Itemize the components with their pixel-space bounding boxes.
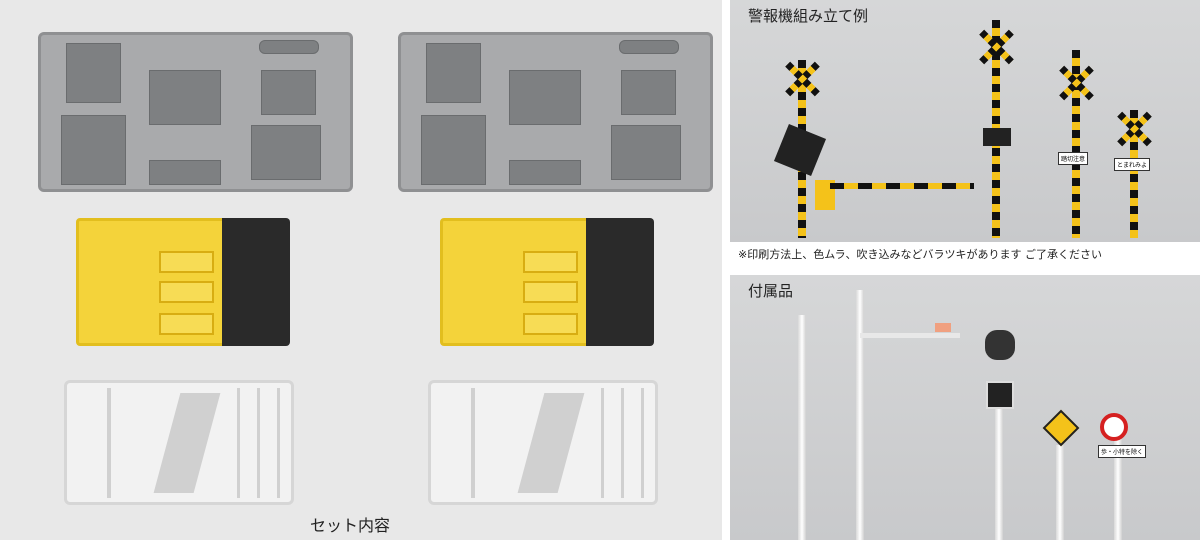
yellow-sprue — [440, 218, 590, 346]
white-sprue — [428, 380, 658, 505]
crossbuck — [785, 62, 819, 96]
white-sprue — [64, 380, 294, 505]
printing-note: ※印刷方法上、色ムラ、吹き込みなどバラツキがあります ご了承ください — [730, 242, 1200, 268]
assembly-example-photo: 警報機組み立て例 踏切注意 とまれみよ — [730, 0, 1200, 242]
sign-caution: 踏切注意 — [1058, 152, 1089, 165]
yellow-sprue — [76, 218, 226, 346]
accessories-photo: 付属品 歩・小特を除く — [730, 275, 1200, 540]
black-sprue — [222, 218, 290, 346]
accessories-title: 付属品 — [748, 282, 794, 300]
gray-sprue — [398, 32, 713, 192]
gray-sprue — [38, 32, 353, 192]
assembly-example-title: 警報機組み立て例 — [748, 7, 869, 25]
set-contents-panel: セット内容 — [0, 0, 722, 540]
set-contents-caption: セット内容 — [310, 516, 391, 535]
sign-exception: 歩・小特を除く — [1098, 445, 1147, 458]
sign-stop: とまれみよ — [1114, 158, 1151, 171]
black-sprue — [586, 218, 654, 346]
crossing-barrier — [830, 183, 974, 189]
